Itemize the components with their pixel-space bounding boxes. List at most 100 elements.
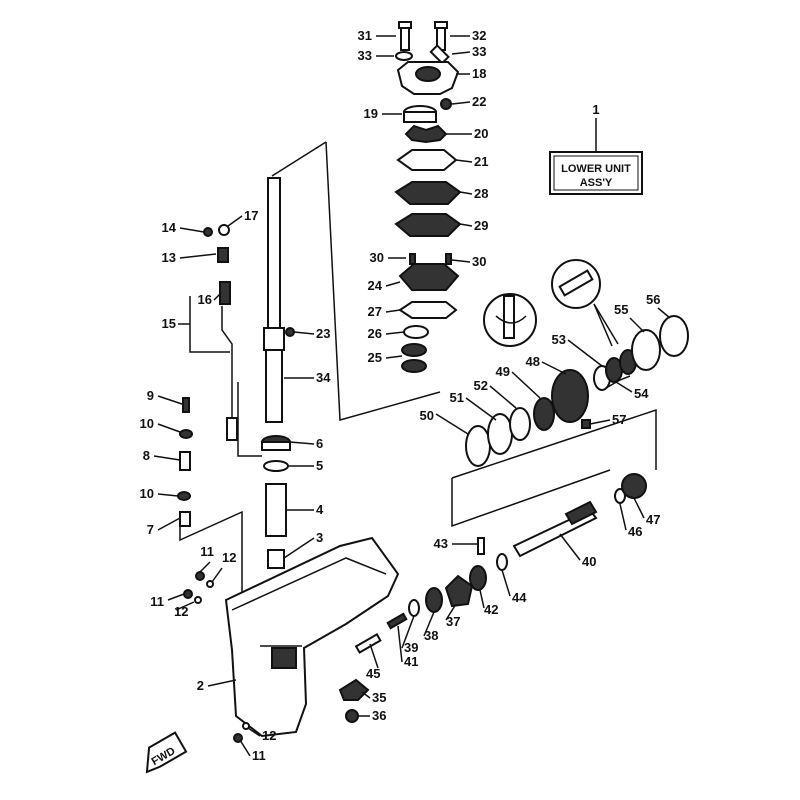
callout-number: 11 [150,594,164,609]
shift-rod-15-icon [226,417,238,441]
callout-leader [385,281,401,287]
callout-number: 30 [472,254,486,269]
shim-50-icon [465,425,491,467]
callout-number: 25 [368,350,382,365]
callout-number: 54 [634,386,649,401]
ring-55-icon [631,329,661,371]
callout-leader [451,51,471,55]
callout-number: 35 [372,690,386,705]
callout-leader [157,395,183,405]
callout-leader [657,307,671,319]
callout-leader [445,603,457,621]
callout-number: 50 [420,408,434,423]
callout-number: 18 [472,66,486,81]
callout-number: 20 [474,126,488,141]
callout-number: 24 [368,278,383,293]
bearing-housing-48-icon [551,369,589,423]
bolt-9-icon [182,397,190,413]
callout-leader [175,601,195,611]
grommet-17-icon [218,224,230,236]
screw-11-mid-icon [183,589,193,599]
callout-number: 49 [496,364,510,379]
callout-number: 57 [612,412,626,427]
callout-number: 16 [198,292,212,307]
callout-leader [401,615,415,649]
callout-leader [459,223,473,227]
callout-leader [459,191,473,195]
callout-number: 34 [316,370,331,385]
fwd-arrow: FWD [145,731,188,774]
callout-number: 27 [368,304,382,319]
callout-leader [211,567,223,583]
lower-casing-icon [224,536,400,738]
callout-number: 11 [200,544,214,559]
callout-leader [361,691,371,699]
callout-number: 44 [512,590,527,605]
callout-leader [157,423,181,433]
drive-shaft [263,177,295,423]
callout-leader [511,371,541,399]
title-line-2: ASS'Y [580,177,613,189]
callout-leader [227,215,243,227]
callout-leader [619,503,627,531]
callout-number: 9 [147,388,154,403]
callout-leader [455,159,473,163]
pump-case-icon [398,263,460,291]
callout-leader [479,589,485,609]
callout-leader [633,497,645,519]
callout-number: 31 [358,28,372,43]
callout-number: 3 [316,530,323,545]
shaft-bushings [261,435,291,569]
water-pump-parts [394,21,462,373]
callout-leader [423,611,435,637]
callout-leader [489,385,517,409]
clutch-42-icon [469,565,487,591]
callout-leader [629,317,645,333]
callout-number: 12 [262,728,276,743]
washer-33b-icon [429,44,450,65]
outer-plate-icon [394,181,462,205]
callout-number: 41 [404,654,418,669]
detail-callouts [483,259,619,347]
casing-fittings [183,571,250,743]
screw-11-top-icon [195,571,205,581]
pin-45-icon [354,633,382,654]
callout-leader [157,493,179,497]
dowel-pin-left-icon [409,253,416,265]
callout-leader [167,593,185,601]
callout-number: 17 [244,208,258,223]
callout-leader [179,227,205,233]
bushing-3-icon [267,549,285,569]
callout-number: 52 [474,378,488,393]
grommet-22-icon [440,98,452,110]
callout-leader [283,537,315,559]
callout-number: 28 [474,186,488,201]
callout-leader [559,533,581,561]
gasket-21-icon [396,149,458,171]
drive-shaft-icon [267,177,281,329]
callout-leader [451,259,471,263]
bearing-49-icon [533,397,555,431]
callout-number: 15 [162,316,176,331]
title-line-1: LOWER UNIT [561,163,631,175]
callout-leader [385,331,405,335]
callout-number: 46 [628,524,642,539]
gasket-12-mid-icon [194,596,202,604]
callout-number: 40 [582,554,596,569]
callout-number: 26 [368,326,382,341]
boot-16-icon [219,281,231,305]
callout-leader [615,381,633,393]
collar-8-icon [179,451,191,471]
callout-number: 48 [526,354,540,369]
callout-number: 22 [472,94,486,109]
callout-number: 12 [174,604,188,619]
callout-leader [247,727,261,737]
propeller-shaft-parts [354,473,647,654]
callout-leader [541,361,567,375]
callout-leader [179,253,217,259]
callout-leader [289,441,315,445]
bushing-10-upper-icon [179,429,193,439]
spring-41-icon [386,612,408,630]
callout-number: 29 [474,218,488,233]
